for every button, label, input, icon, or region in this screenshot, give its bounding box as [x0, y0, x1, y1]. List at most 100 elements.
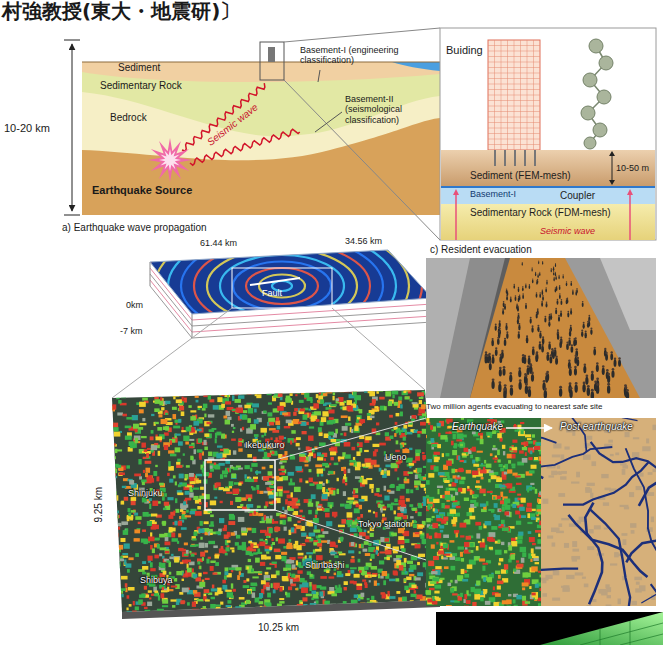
- city-block: [139, 409, 144, 413]
- city-block: [394, 499, 398, 503]
- city-block: [379, 468, 382, 472]
- city-block: [261, 435, 263, 438]
- city-block: [272, 451, 275, 454]
- city-block: [146, 453, 149, 458]
- city-block: [260, 428, 266, 433]
- city-block: [163, 571, 167, 575]
- city-block: [370, 554, 374, 559]
- city-block: [162, 587, 164, 591]
- city-block: [163, 508, 166, 510]
- city-block: [395, 450, 400, 452]
- city-block: [225, 419, 230, 424]
- city-block: [344, 442, 351, 447]
- city-block: [183, 501, 186, 505]
- inset: [440, 28, 656, 240]
- city-block: [179, 516, 181, 519]
- city-block: [227, 540, 231, 542]
- city-block: [364, 389, 368, 392]
- city-block: [259, 491, 263, 494]
- city-block: [409, 504, 413, 507]
- city-block: [216, 453, 222, 458]
- city-block: [263, 476, 269, 481]
- city-block: [190, 410, 196, 412]
- city-block: [337, 478, 339, 481]
- city-block: [372, 573, 378, 576]
- city-block: [316, 419, 320, 422]
- city-block: [285, 592, 287, 596]
- city-block: [414, 521, 417, 523]
- city-block: [155, 393, 160, 397]
- city-block: [421, 484, 425, 487]
- city-block: [411, 594, 417, 597]
- city-block: [113, 467, 116, 470]
- city-block: [417, 562, 420, 565]
- city-block: [198, 528, 204, 533]
- city-block: [215, 388, 222, 393]
- city-block: [415, 449, 421, 453]
- city-block: [282, 412, 288, 415]
- city-block: [406, 577, 411, 580]
- city-block: [116, 465, 122, 468]
- city-block: [180, 562, 183, 564]
- city-block: [322, 463, 328, 466]
- city-block: [417, 392, 424, 396]
- city-block: [327, 480, 330, 483]
- city-block: [173, 395, 175, 399]
- city-block: [172, 407, 177, 410]
- city-block: [321, 540, 327, 542]
- city-block: [119, 558, 124, 561]
- city-block: [359, 551, 361, 553]
- city-block: [349, 542, 355, 546]
- city-block: [181, 527, 187, 530]
- city-block: [415, 577, 421, 580]
- city-block: [384, 469, 387, 471]
- city-block: [228, 567, 235, 570]
- city-block: [244, 474, 246, 478]
- city-block: [415, 388, 418, 391]
- city-block: [389, 596, 395, 599]
- city-block: [211, 386, 214, 391]
- city-block: [355, 476, 361, 479]
- city-block: [277, 604, 282, 607]
- city-block: [291, 430, 295, 434]
- city-block: [299, 400, 304, 403]
- city-block: [232, 395, 234, 400]
- city-block: [370, 416, 374, 418]
- city-block: [330, 451, 336, 455]
- city-block: [349, 460, 356, 462]
- city-block: [384, 486, 386, 491]
- city-block: [410, 600, 414, 605]
- city-block: [210, 560, 215, 563]
- city-block: [319, 433, 323, 437]
- city-block: [128, 557, 133, 560]
- city-block: [394, 433, 396, 437]
- city-block: [196, 480, 201, 483]
- city-block: [420, 484, 422, 488]
- city-block: [144, 586, 147, 590]
- city-block: [193, 387, 197, 391]
- city-block: [363, 549, 368, 552]
- city-block: [142, 566, 148, 570]
- city-block: [134, 474, 141, 477]
- city-block: [157, 427, 162, 431]
- city-block: [159, 534, 165, 538]
- city-block: [203, 572, 208, 574]
- city-block: [165, 410, 168, 415]
- city-block: [139, 476, 142, 479]
- city-block: [296, 437, 301, 440]
- city-block: [399, 503, 402, 506]
- city-block: [142, 497, 147, 502]
- city-block: [415, 475, 418, 479]
- city-block: [306, 537, 311, 539]
- city-block: [215, 438, 217, 443]
- grid-line: [488, 100, 540, 101]
- city-block: [346, 608, 351, 612]
- city-block: [162, 605, 168, 607]
- city-block: [120, 591, 123, 594]
- city-block: [254, 510, 256, 514]
- city-block: [309, 426, 314, 428]
- city-block: [402, 611, 406, 616]
- city-block: [159, 414, 163, 417]
- city-block: [255, 558, 260, 563]
